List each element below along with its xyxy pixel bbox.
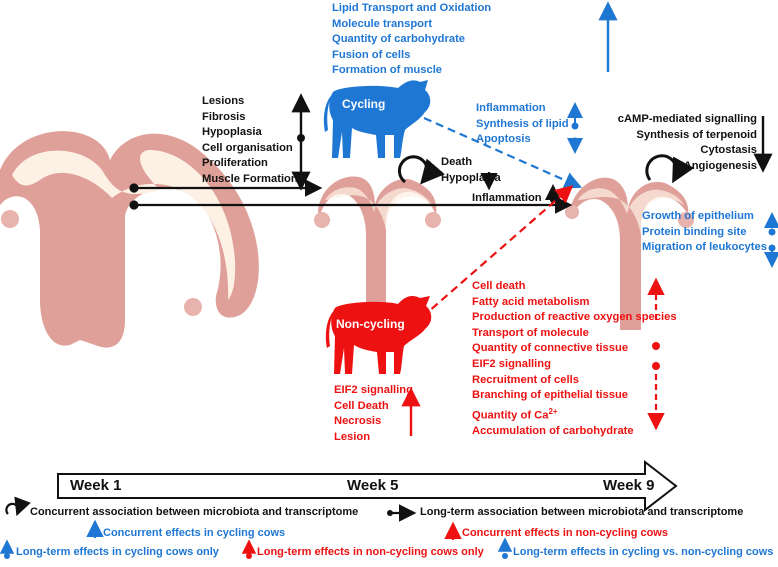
label: Synthesis of lipid [476,117,569,130]
legend-longterm-assoc: Long-term association between microbiota… [420,506,744,518]
legend-longterm-noncycling: Long-term effects in non-cycling cows on… [257,546,484,558]
label: Death [441,156,473,168]
left-black-effects: Lesions Fibrosis Hypoplasia Cell organis… [202,94,298,188]
right-blue-effects: Growth of epithelium Protein binding sit… [642,209,767,256]
label: Cytostasis [700,144,757,157]
bottom-red-effects: EIF2 signalling Cell Death Necrosis Lesi… [334,383,413,445]
cycling-cow [323,80,431,158]
label: Cell death [472,280,526,292]
uterus-week5 [314,176,441,330]
week5-label: Week 5 [347,477,399,494]
label: Branching of epithelial tissue [472,389,629,402]
legend-concurrent-cycling: Concurrent effects in cycling cows [103,527,286,539]
week1-label: Week 1 [70,477,122,494]
noncycling-cow [325,296,432,374]
label: Formation of muscle [332,64,443,77]
top-blue-effects: Lipid Transport and Oxidation Molecule t… [332,1,491,79]
week9-label: Week 9 [603,477,655,494]
label: Inflammation [476,102,546,114]
legend-concurrent-noncycling: Concurrent effects in non-cycling cows [462,527,668,539]
label: Cell organisation [202,141,293,154]
label: Production of reactive oxygen species [472,311,677,324]
legend-glyphs [0,496,513,559]
label: Migration of leukocytes [642,241,767,254]
label: Hypoplasia [441,171,501,184]
label: Angiogenesis [683,159,757,172]
death-effects: Death Hypoplasia [441,155,501,186]
label: Accumulation of carbohydrate [472,425,634,438]
effect-arrows [291,1,778,436]
label: cAMP-mediated signalling [617,113,757,125]
right-red-effects: Cell death Fatty acid metabolism Product… [472,279,677,440]
label: EIF2 signalling [334,384,413,396]
cycling-label: Cycling [342,97,386,111]
label: Lesion [334,430,371,443]
concurrent-assoc-circles [397,154,695,185]
ca-superscript: 2+ [548,406,558,416]
label: Growth of epithelium [642,210,754,222]
legend-longterm-cycling: Long-term effects in cycling cows only [16,546,219,558]
right-black-effects: cAMP-mediated signalling Synthesis of te… [617,112,757,174]
label: Cell Death [334,399,389,412]
legend-concurrent-assoc: Concurrent association between microbiot… [30,506,359,518]
timeline-arrow [57,459,678,513]
label: Apoptosis [476,133,531,146]
label: Quantity of Ca2+ [472,404,677,424]
noncycling-dashed-line [411,185,574,327]
label: Protein binding site [642,225,747,238]
label: Fusion of cells [332,48,411,61]
label: Necrosis [334,415,382,428]
label: Fatty acid metabolism [472,295,590,308]
label: Hypoplasia [202,126,262,139]
label: Recruitment of cells [472,373,579,386]
label: Quantity of connective tissue [472,342,629,355]
label: Proliferation [202,157,268,170]
label: Molecule transport [332,17,433,30]
label: Muscle Formation [202,172,298,185]
label: Transport of molecule [472,326,589,339]
label-ca: Quantity of Ca [472,409,549,422]
label: Lipid Transport and Oxidation [332,2,492,14]
longterm-assoc-arrows [129,179,573,214]
mid-blue-effects: Inflammation Synthesis of lipid Apoptosi… [476,101,569,148]
label: Synthesis of terpenoid [636,128,757,141]
label: Fibrosis [202,110,246,123]
legend-longterm-vs: Long-term effects in cycling vs. non-cyc… [513,546,774,558]
label: Lesions [202,95,245,107]
noncycling-label: Non-cycling [336,317,405,331]
cycling-dashed-line [423,116,583,189]
inflammation-label: Inflammation [472,192,542,204]
label: Quantity of carbohydrate [332,33,466,46]
label: EIF2 signalling [472,357,551,370]
